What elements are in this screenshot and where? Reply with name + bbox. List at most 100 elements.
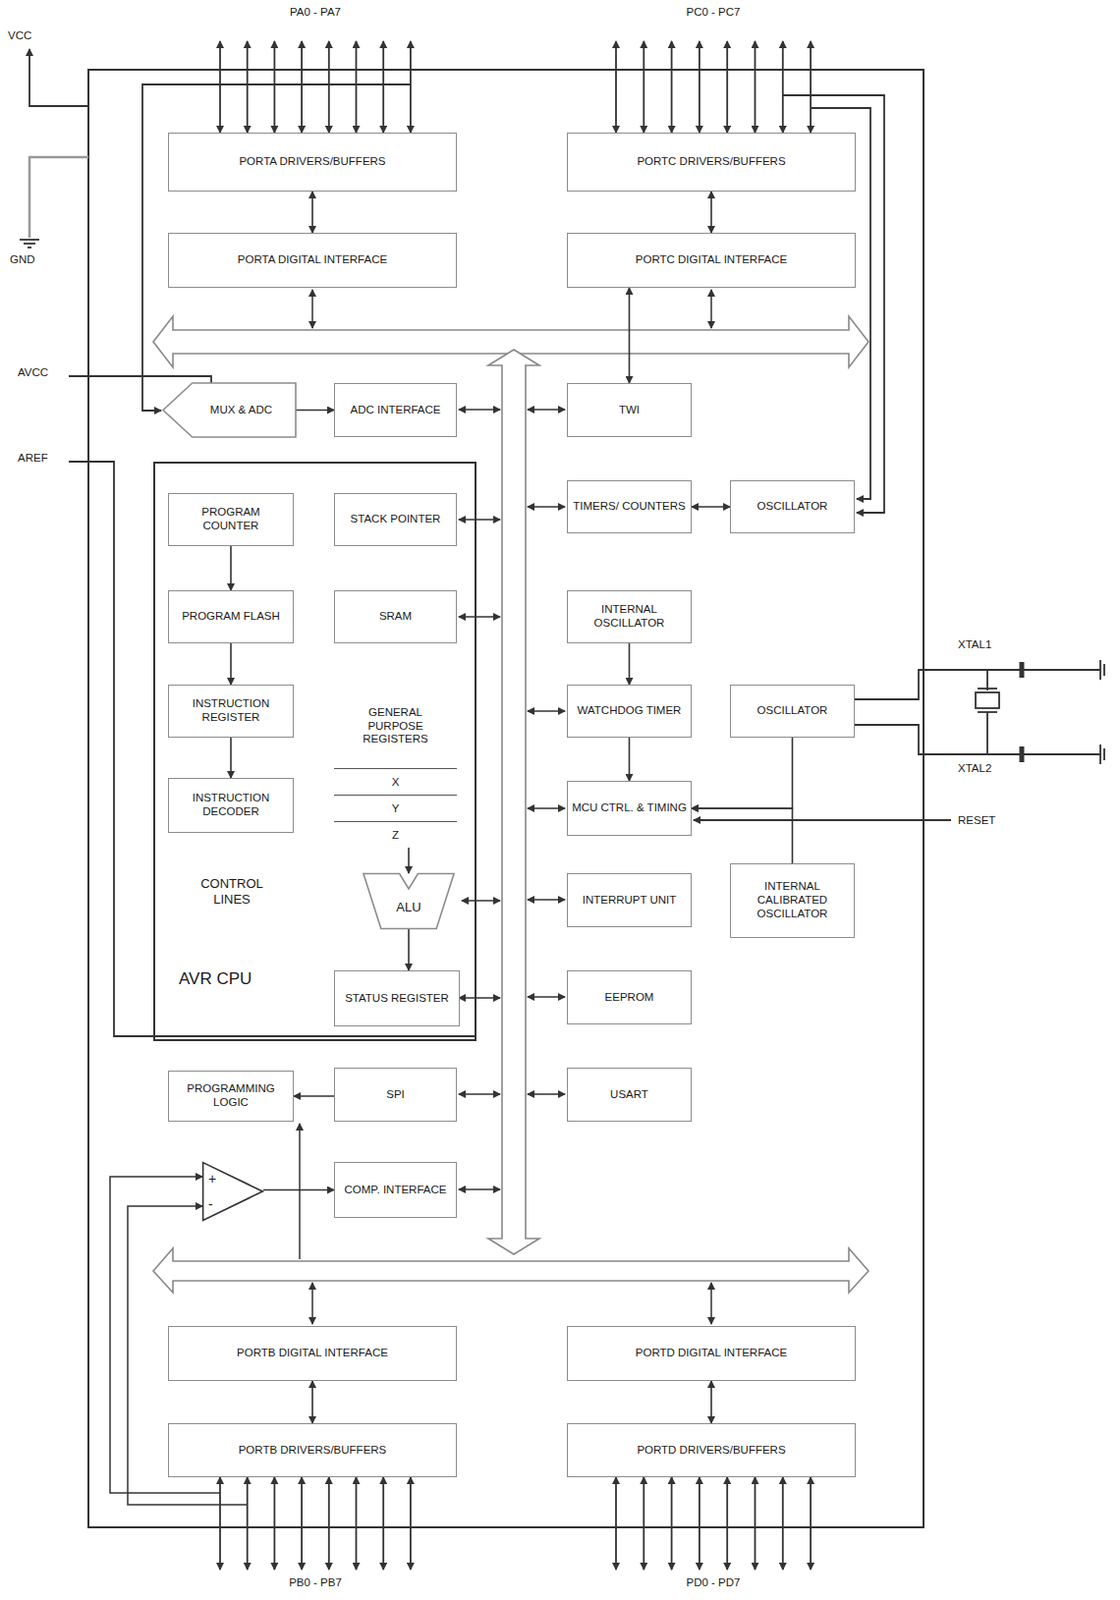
block-title: PORTC DIGITAL INTERFACE xyxy=(635,253,787,268)
block-title: MUX & ADC xyxy=(210,403,273,418)
connector xyxy=(691,737,793,809)
block-title: PORTD DRIVERS/BUFFERS xyxy=(636,1444,785,1458)
connector xyxy=(691,808,793,864)
block-title: TWI xyxy=(618,403,640,418)
pin-label: AREF xyxy=(17,451,77,466)
block-title: SRAM xyxy=(379,610,412,624)
register-row: X xyxy=(334,768,457,795)
block-title: PORTB DRIVERS/BUFFERS xyxy=(238,1444,388,1458)
chip-outline xyxy=(88,69,924,1528)
pin-line xyxy=(246,41,249,133)
data-bus xyxy=(153,316,869,1293)
block-title: MCU CTRL. & TIMING xyxy=(571,801,687,816)
block-title: SPI xyxy=(386,1088,405,1103)
drawing-stroke xyxy=(27,246,32,249)
block-box: PORTB DRIVERS/BUFFERS xyxy=(168,1423,457,1478)
pin-line xyxy=(355,41,358,133)
comparator-input: - xyxy=(208,1196,214,1214)
register-heading: GENERAL PURPOSE REGISTERS xyxy=(334,684,457,769)
block-box: INTERNAL OSCILLATOR xyxy=(566,590,692,644)
block-box: PORTD DRIVERS/BUFFERS xyxy=(566,1423,856,1478)
block-box: INSTRUCTION DECODER xyxy=(168,778,294,834)
alu-polygon xyxy=(363,874,454,930)
connector xyxy=(263,1189,335,1192)
comparator-input: + xyxy=(208,1171,217,1188)
block-box: PORTD DIGITAL INTERFACE xyxy=(566,1326,856,1382)
pin-label: GND xyxy=(9,253,69,268)
pin-line xyxy=(782,1477,784,1570)
drawing-stroke xyxy=(68,461,477,1037)
drawing-stroke xyxy=(488,349,540,1255)
block-box: OSCILLATOR xyxy=(729,684,855,738)
block-box: TWI xyxy=(566,383,692,438)
block-box: EEPROM xyxy=(566,970,692,1025)
cpu-region: AVR CPU PROGRAM COUNTER STACK POINTER PROGR… xyxy=(153,461,477,1042)
block-box: OSCILLATOR xyxy=(729,480,855,534)
block-title: OSCILLATOR xyxy=(757,704,829,719)
drawing-stroke xyxy=(1019,662,1025,678)
pin-line xyxy=(382,1477,385,1570)
block-box: USART xyxy=(566,1067,692,1122)
bus-tap xyxy=(458,408,501,411)
pin-line xyxy=(698,41,701,133)
connector xyxy=(229,643,232,685)
block-title: PORTD DIGITAL INTERFACE xyxy=(635,1346,787,1361)
block-box: PORTB DIGITAL INTERFACE xyxy=(168,1326,457,1382)
block-title: EEPROM xyxy=(605,991,655,1006)
bus-tap xyxy=(458,1188,501,1191)
block-box: PROGRAM FLASH xyxy=(168,590,294,644)
bus-tap xyxy=(458,997,501,1000)
connector xyxy=(407,929,410,971)
block-box: PORTC DRIVERS/BUFFERS xyxy=(566,132,856,192)
pin-label: VCC xyxy=(7,29,67,44)
bus-tap xyxy=(527,408,565,411)
pin-line xyxy=(246,1477,249,1570)
comp-polygon xyxy=(203,1163,264,1222)
block-box: STATUS REGISTER xyxy=(334,970,460,1027)
connector xyxy=(229,737,232,779)
cpu-label: AVR CPU xyxy=(178,969,252,990)
block-box: STACK POINTER xyxy=(334,493,457,547)
bus-tap xyxy=(527,710,565,713)
pin-line xyxy=(809,1477,812,1570)
block-title: INSTRUCTION DECODER xyxy=(172,791,289,820)
bus-tap xyxy=(458,1093,501,1096)
block-box: COMP. INTERFACE xyxy=(334,1162,457,1219)
block-title: INSTRUCTION REGISTER xyxy=(172,697,289,726)
pin-line xyxy=(615,41,617,133)
connector xyxy=(293,1095,335,1098)
block-box: TIMERS/ COUNTERS xyxy=(566,480,692,534)
block-title: PORTC DRIVERS/BUFFERS xyxy=(636,155,785,169)
block-box: MCU CTRL. & TIMING xyxy=(566,781,692,837)
block-title: PROGRAM COUNTER xyxy=(172,505,289,534)
bus-tap xyxy=(527,807,565,810)
block-title: ADC INTERFACE xyxy=(349,403,441,418)
drawing-stroke xyxy=(977,687,998,690)
block-title: PORTA DIGITAL INTERFACE xyxy=(237,253,388,268)
block-title: PROGRAM FLASH xyxy=(181,610,280,624)
block-box: PROGRAMMING LOGIC xyxy=(168,1070,294,1122)
block-title: INTERNAL CALIBRATED OSCILLATOR xyxy=(734,880,850,921)
pin-line xyxy=(698,1477,701,1570)
bus-taps xyxy=(110,289,712,1506)
pin-label: XTAL1 xyxy=(957,638,1037,653)
block-title: STATUS REGISTER xyxy=(344,992,449,1007)
drawing-stroke xyxy=(710,289,713,329)
drawing-stroke xyxy=(975,692,1000,709)
block-box: INTERNAL CALIBRATED OSCILLATOR xyxy=(729,863,855,939)
block-title: WATCHDOG TIMER xyxy=(577,704,682,719)
pin-line xyxy=(615,1477,617,1570)
drawing-stroke xyxy=(1099,744,1102,765)
drawing-stroke xyxy=(298,1123,301,1260)
pin-line xyxy=(409,41,412,133)
block-box: ADC INTERFACE xyxy=(334,383,457,438)
bus-tap xyxy=(458,616,501,618)
alu-shape: ALU xyxy=(362,873,455,930)
block-title: ALU xyxy=(395,899,421,916)
block-title: INTERNAL OSCILLATOR xyxy=(571,603,687,631)
drawing-stroke xyxy=(1099,660,1102,680)
drawing-stroke xyxy=(29,157,89,238)
pin-line xyxy=(754,1477,757,1570)
connector xyxy=(295,409,335,412)
mux-adc-shape: MUX & ADC xyxy=(163,383,296,438)
